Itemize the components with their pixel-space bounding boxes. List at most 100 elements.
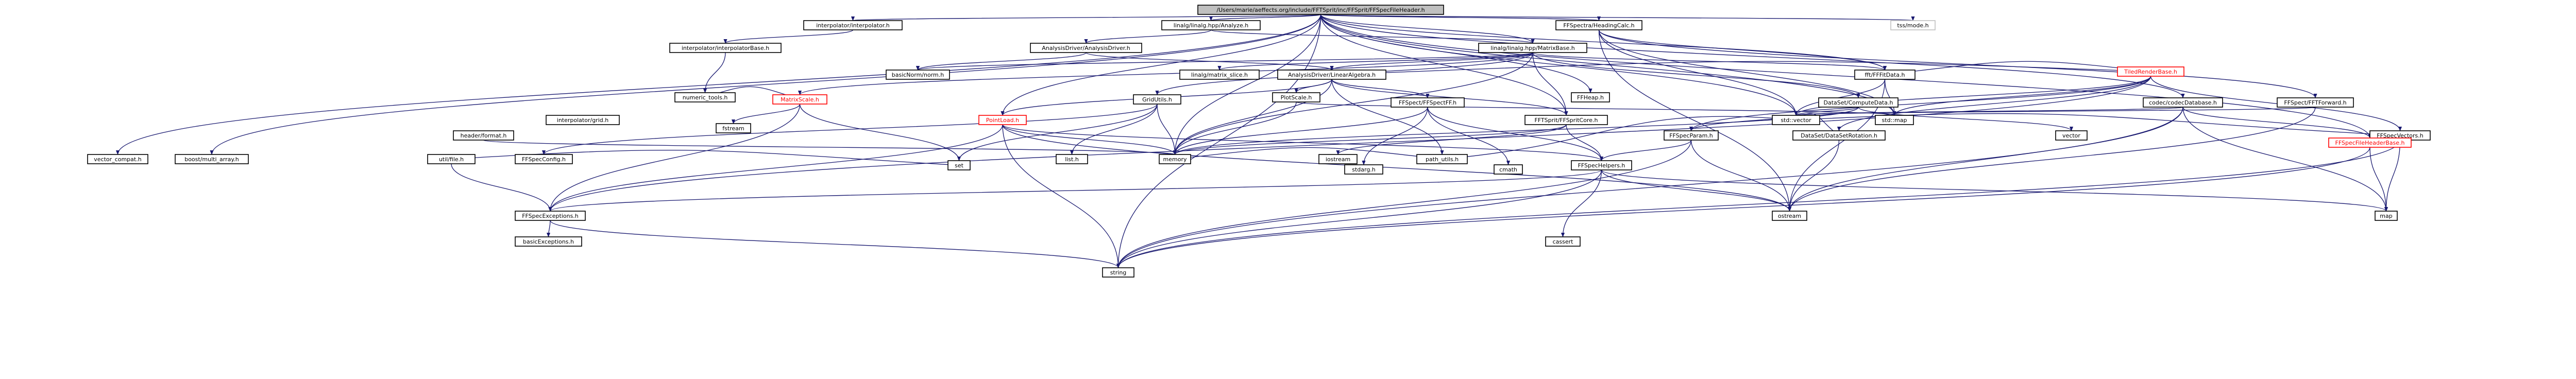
edge-ff-helpers-to-cassert <box>1561 169 1602 237</box>
edge-linalg-analyzer-to-analysis-driver <box>1084 29 1212 44</box>
graph-node-basic-exceptions[interactable]: basicExceptions.h <box>515 236 582 247</box>
graph-node-std-ostream[interactable]: ostream <box>1772 211 1807 221</box>
graph-node-label: FFSpect/FFSpectFF.h <box>1399 99 1456 106</box>
graph-node-ffspec-param[interactable]: FFSpecParam.h <box>1664 130 1719 141</box>
graph-node-box <box>674 92 736 102</box>
graph-node-plot-scale[interactable]: PlotScale.h <box>1272 92 1320 102</box>
edge-ff-fitdata-to-std-map <box>1884 79 1896 116</box>
graph-node-tiled-render[interactable]: TiledRenderBase.h <box>2117 66 2184 77</box>
graph-node-box <box>1545 236 1581 247</box>
edge-root-to-fftsprit-core <box>1320 14 1568 116</box>
graph-node-numeric-tools[interactable]: numeric_tools.h <box>674 92 736 102</box>
graph-node-analysis-linear[interactable]: AnalysisDriver/LinearAlgebra.h <box>1277 70 1386 80</box>
graph-node-std-memory[interactable]: memory <box>1159 154 1191 164</box>
graph-node-box <box>1159 154 1191 164</box>
graph-node-label: boost/multi_array.h <box>184 156 239 163</box>
edge-root-to-ff-file-header <box>1320 14 2372 139</box>
edge-linalg-matrix-to-linalg-matrix-slice <box>1217 52 1533 71</box>
graph-node-label: interpolator/interpolator.h <box>816 22 890 29</box>
graph-node-linalg-analyzer[interactable]: linalg/linalg.hpp/Analyze.h <box>1161 20 1261 30</box>
graph-node-fftsprit-core[interactable]: FFTSprit/FFSpritCore.h <box>1524 115 1608 125</box>
edge-linalg-matrix-to-fftsprit-core <box>1532 52 1568 116</box>
graph-node-header-format[interactable]: header/format.h <box>453 130 514 141</box>
edge-root-to-ff-spec-heading <box>1320 14 1601 21</box>
graph-node-label: PlotScale.h <box>1281 94 1312 101</box>
edge-root-to-interpolator <box>852 14 1321 21</box>
graph-node-bool-vec[interactable]: boost/multi_array.h <box>175 154 249 164</box>
graph-node-label: AnalysisDriver/LinearAlgebra.h <box>1288 72 1376 78</box>
graph-node-header-codec[interactable]: codec/codecDatabase.h <box>2143 97 2223 108</box>
edge-point-load-to-std-string <box>1002 124 1121 268</box>
edge-linalg-analyzer-to-linalg-matrix <box>1210 29 1535 44</box>
graph-node-std-utility[interactable]: vector <box>2055 130 2088 141</box>
graph-node-analysis-driver[interactable]: AnalysisDriver/AnalysisDriver.h <box>1030 43 1142 53</box>
graph-node-std-iostream[interactable]: iostream <box>1318 154 1358 164</box>
edge-fftfwd-cl-to-std-ostream <box>1787 107 2316 212</box>
graph-node-ff-spec-heading[interactable]: FFSpectra/HeadingCalc.h <box>1555 20 1642 30</box>
graph-node-fftfwd-cl[interactable]: FFSpect/FFTForward.h <box>2277 97 2354 108</box>
graph-node-ff-exceptions[interactable]: FFSpecExceptions.h <box>515 211 586 221</box>
graph-node-ff-file-header[interactable]: FFSpecFileHeaderBase.h <box>2328 137 2412 148</box>
graph-node-std-string[interactable]: string <box>1102 267 1134 278</box>
graph-node-box <box>1478 43 1587 53</box>
graph-node-box <box>1664 130 1719 141</box>
graph-node-interpolator[interactable]: interpolator/interpolator.h <box>803 20 903 30</box>
graph-node-point-load[interactable]: PointLoad.h <box>978 115 1027 125</box>
graph-node-dataset-rotate[interactable]: DataSet/DataSetRotation.h <box>1792 130 1886 141</box>
graph-node-linalg-matrix[interactable]: linalg/linalg.hpp/MatrixBase.h <box>1478 43 1587 53</box>
graph-node-interp-base[interactable]: interpolator/interpolatorBase.h <box>669 43 782 53</box>
edge-dataset-rotate-to-std-ostream <box>1787 140 1840 212</box>
graph-node-vector-compat[interactable]: vector_compat.h <box>87 154 148 164</box>
graph-node-box <box>947 160 971 170</box>
graph-node-stdarg[interactable]: stdarg.h <box>1344 164 1383 175</box>
edge-linalg-matrix-to-analysis-linear <box>1330 52 1533 71</box>
graph-node-list-h[interactable]: list.h <box>1056 154 1088 164</box>
graph-node-cassert[interactable]: cassert <box>1545 236 1581 247</box>
edge-point-load-to-ff-exceptions <box>548 124 1003 212</box>
graph-node-path-utils[interactable]: path_utils.h <box>1416 154 1468 164</box>
graph-node-std-map[interactable]: std::map <box>1875 115 1914 125</box>
graph-node-fstream[interactable]: fstream <box>716 123 751 133</box>
graph-node-box <box>2117 66 2184 77</box>
graph-node-linalg-matrix-slice[interactable]: linalg/matrix_slice.h <box>1179 70 1260 80</box>
graph-node-std-map2[interactable]: map <box>2375 211 2398 221</box>
graph-node-std-vector[interactable]: std::vector <box>1772 115 1820 125</box>
edge-fftsprit-core-to-ff-helpers <box>1566 124 1604 161</box>
graph-node-box <box>2055 130 2088 141</box>
graph-node-box <box>427 154 476 164</box>
edge-analysis-linear-to-tiled-render <box>1331 61 2151 75</box>
graph-node-ff-fitdata[interactable]: fft/FFFitData.h <box>1854 70 1916 80</box>
edge-fftsprit-core-to-std-iostream <box>1336 124 1567 155</box>
graph-node-grid-utils[interactable]: GridUtils.h <box>1133 94 1181 105</box>
graph-node-label: MatrixScale.h <box>781 96 819 103</box>
edge-header-codec-to-ff-file-header <box>2182 107 2372 139</box>
edge-ffspec-vectors-to-std-string <box>1116 140 2401 268</box>
graph-node-interpolator-grid[interactable]: interpolator/grid.h <box>546 115 620 125</box>
edge-analysis-linear-to-fftsprit-core <box>1331 79 1568 116</box>
graph-node-label: linalg/linalg.hpp/Analyze.h <box>1174 22 1248 29</box>
graph-node-ff-heap[interactable]: FFHeap.h <box>1571 92 1610 102</box>
edge-matrix-scale-to-ff-exceptions <box>548 104 801 212</box>
graph-node-set-h[interactable]: set <box>947 160 971 170</box>
graph-node-dataset-compute[interactable]: DataSet/ComputeData.h <box>1818 97 1899 108</box>
graph-node-cmath[interactable]: cmath <box>1494 164 1523 175</box>
graph-node-matrix-scale[interactable]: MatrixScale.h <box>772 94 827 105</box>
graph-node-ff-config[interactable]: FFSpecConfig.h <box>515 154 573 164</box>
graph-node-ff-helpers[interactable]: FFSpecHelpers.h <box>1571 160 1632 170</box>
graph-node-label: PointLoad.h <box>986 117 1019 124</box>
edge-root-to-linalg-analyzer <box>1209 14 1321 21</box>
edge-interp-base-to-numeric-tools <box>703 52 726 93</box>
edge-linalg-matrix-to-dataset-compute <box>1532 52 1860 98</box>
graph-node-label: map <box>2380 213 2392 219</box>
edge-ff-fitdata-to-tiled-render <box>1885 61 2151 75</box>
graph-node-ff-spec-ff[interactable]: FFSpect/FFSpectFF.h <box>1391 97 1465 108</box>
graph-node-box <box>1524 115 1608 125</box>
graph-node-tss[interactable]: tss/mode.h <box>1890 20 1936 30</box>
graph-node-basic-norm[interactable]: basicNorm/norm.h <box>886 70 950 80</box>
graph-node-label: vector_compat.h <box>94 156 141 163</box>
edge-ff-spec-ff-to-ff-helpers <box>1427 107 1604 161</box>
graph-node-util-file[interactable]: util/file.h <box>427 154 476 164</box>
edge-fftsprit-core-to-std-memory <box>1173 124 1567 155</box>
edge-point-load-to-std-ostream <box>1002 124 1791 212</box>
edge-ff-fitdata-to-std-vector <box>1794 79 1886 116</box>
